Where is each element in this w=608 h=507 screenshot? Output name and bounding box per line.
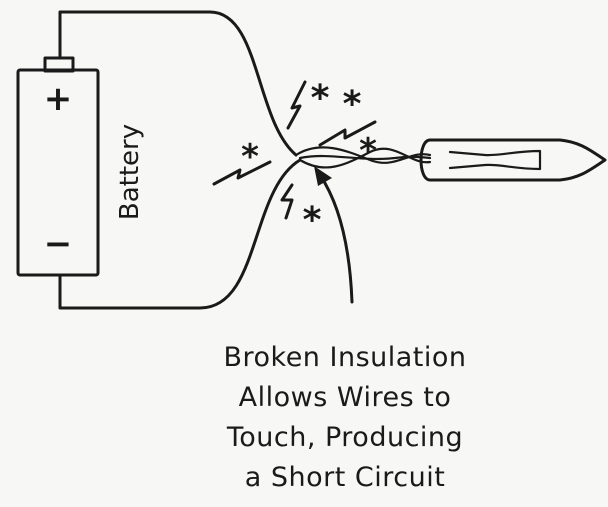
caption: Broken Insulation Allows Wires to Touch,…	[150, 338, 540, 498]
top-wire	[58, 10, 298, 157]
twisted-wire-b	[298, 147, 432, 169]
arrow-head-icon	[314, 166, 332, 186]
caption-line: Allows Wires to	[238, 382, 452, 413]
arrow-shaft	[318, 173, 354, 304]
sparks: * * * * *	[212, 78, 377, 241]
bulb-glass	[419, 138, 607, 182]
spark-star: *	[303, 200, 322, 241]
battery: + − Battery	[16, 56, 145, 277]
caption-line: Broken Insulation	[223, 342, 467, 373]
caption-line: Touch, Producing	[226, 422, 464, 453]
spark-star: *	[359, 131, 377, 171]
lightning-icon	[286, 80, 307, 130]
spark-star: *	[343, 84, 362, 125]
lightning-icon	[212, 160, 272, 186]
spark-star: *	[311, 78, 330, 119]
bulb-filament	[448, 149, 542, 171]
battery-positive-sign: +	[44, 79, 73, 119]
caption-line: a Short Circuit	[244, 462, 446, 493]
spark-star: *	[241, 137, 259, 177]
lightning-icon	[280, 183, 294, 220]
lightning-icon	[318, 120, 377, 147]
battery-label: Battery	[115, 124, 145, 220]
bulb	[419, 138, 607, 182]
battery-negative-sign: −	[44, 224, 73, 264]
pointer-arrow	[314, 166, 354, 304]
bottom-wire	[58, 158, 302, 310]
